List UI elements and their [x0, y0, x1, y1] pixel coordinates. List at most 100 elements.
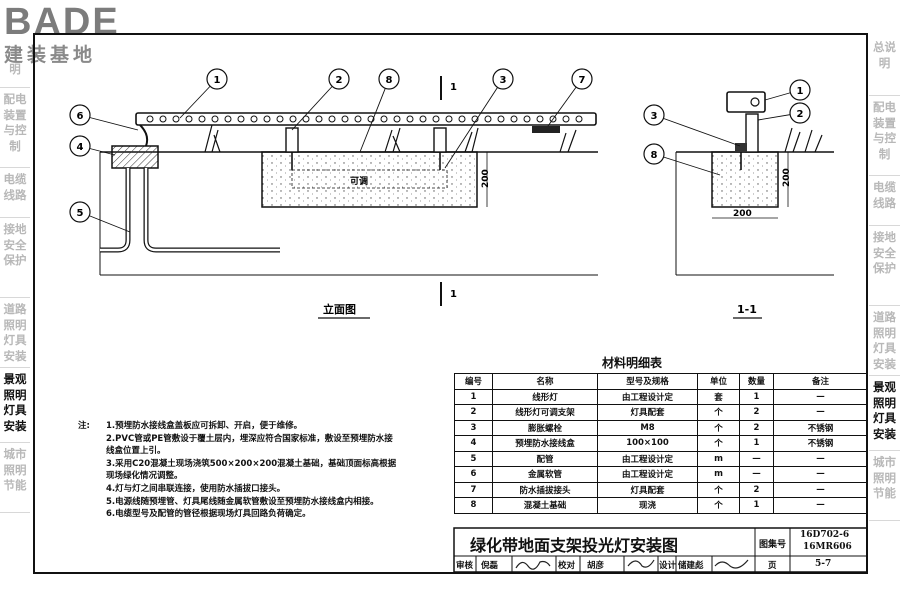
check-name: 胡彦: [587, 561, 605, 571]
callout-number: 7: [579, 75, 586, 86]
led-dot: [276, 115, 284, 123]
drawing-title: 绿化带地面支架投光灯安装图: [470, 536, 679, 555]
notes: 注: 1.预埋防水接线盒盖板应可拆卸、开启，便于维修。 2.PVC管或PE管敷设于…: [78, 420, 398, 521]
sidebar-item[interactable]: 总说明: [869, 36, 900, 96]
led-dot: [562, 115, 570, 123]
bracket-left: [285, 127, 299, 153]
table-header-cell: 数量: [739, 373, 774, 390]
table-cell: 2: [739, 404, 774, 421]
led-dot: [380, 115, 388, 123]
page-label: 页: [768, 561, 777, 571]
section-bracket: [745, 113, 759, 153]
check-label: 校对: [558, 561, 576, 571]
callout-circle: [69, 104, 91, 126]
metal-hose: [139, 124, 149, 147]
table-cell: —: [739, 466, 774, 483]
callout-number: 3: [500, 75, 507, 86]
table-cell: 由工程设计定: [597, 466, 698, 483]
table-cell: —: [773, 497, 868, 514]
sidebar-item[interactable]: 城市照明节能: [869, 451, 900, 521]
callout-circle: [643, 104, 665, 126]
table-cell: 灯具配套: [597, 481, 698, 498]
sidebar-item[interactable]: 道路照明灯具安装: [0, 298, 30, 368]
section-foundation: [711, 151, 779, 208]
sidebar-item[interactable]: 接地安全保护: [0, 218, 30, 298]
sidebar-item[interactable]: 景观照明灯具安装: [0, 368, 30, 443]
callout-leader: [291, 78, 340, 131]
callout-circle: [492, 68, 514, 90]
notes-label: 注:: [78, 421, 90, 431]
led-dot: [237, 115, 245, 123]
note-item: 1.预埋防水接线盒盖板应可拆卸、开启，便于维修。: [106, 421, 303, 431]
table-cell: 现浇: [597, 497, 698, 514]
table-cell: 1: [739, 497, 774, 514]
table-cell: —: [773, 404, 868, 421]
callout-leader: [653, 114, 741, 147]
logo-brand: BADE: [4, 1, 120, 43]
table-cell: 预埋防水接线盒: [492, 435, 598, 452]
section-lamp: [726, 91, 766, 113]
led-dot: [536, 115, 544, 123]
notes-items: 1.预埋防水接线盒盖板应可拆卸、开启，便于维修。 2.PVC管或PE管敷设于覆土层…: [106, 420, 398, 521]
table-cell: 8: [454, 497, 493, 514]
adjust-range: [291, 169, 448, 189]
callout-circle: [328, 68, 350, 90]
drawing-frame: [33, 33, 868, 574]
led-dot: [484, 115, 492, 123]
grass: [204, 124, 577, 153]
table-cell: 线形灯可调支架: [492, 404, 598, 421]
bade-logo: BADE 建装基地: [4, 2, 154, 67]
sidebar-item[interactable]: 城市照明节能: [0, 443, 30, 513]
led-dot: [159, 115, 167, 123]
callout-circle: [571, 68, 593, 90]
table-cell: —: [773, 466, 868, 483]
callout-number: 8: [651, 150, 658, 161]
sidebar-item[interactable]: 配电装置与控制: [869, 96, 900, 176]
led-dot: [250, 115, 258, 123]
review-name: 倪磊: [481, 561, 499, 571]
sidebar-item[interactable]: 道路照明灯具安装: [869, 306, 900, 376]
led-dot: [315, 115, 323, 123]
table-cell: —: [773, 450, 868, 467]
table-cell: 个: [697, 404, 740, 421]
sidebar-item[interactable]: 明: [0, 58, 30, 88]
table-cell: 个: [697, 497, 740, 514]
sidebar-item[interactable]: 电缆线路: [0, 168, 30, 218]
atlas-number-2: 16MR606: [803, 542, 852, 552]
junction-box: [111, 145, 159, 169]
table-cell: 由工程设计定: [597, 450, 698, 467]
sidebar-item[interactable]: 接地安全保护: [869, 226, 900, 306]
section-title: 1-1: [737, 303, 757, 316]
material-table-header: 编号名称型号及规格单位数量备注: [454, 373, 868, 390]
table-cell: 个: [697, 419, 740, 436]
page-number: 5-7: [815, 559, 832, 569]
table-cell: 1: [739, 435, 774, 452]
review-label: 审核: [456, 561, 474, 571]
table-cell: 1: [454, 388, 493, 405]
logo-subtitle: 建装基地: [4, 44, 97, 66]
sidebar-right: 总说明配电装置与控制电缆线路接地安全保护道路照明灯具安装景观照明灯具安装城市照明…: [869, 36, 900, 521]
led-dot: [458, 115, 466, 123]
table-cell: 不锈钢: [773, 435, 868, 452]
callout-number: 2: [797, 109, 804, 120]
callout-number: 3: [651, 111, 658, 122]
callout-circle: [643, 143, 665, 165]
concrete-foundation: [261, 151, 478, 208]
led-dot: [367, 115, 375, 123]
atlas-number-1: 16D702-6: [800, 530, 850, 540]
sidebar-item[interactable]: 电缆线路: [869, 176, 900, 226]
sidebar-item[interactable]: 配电装置与控制: [0, 88, 30, 168]
table-header-cell: 备注: [773, 373, 868, 390]
section-marker-bottom: 1: [450, 289, 457, 300]
sidebar-item[interactable]: 景观照明灯具安装: [869, 376, 900, 451]
table-cell: m: [697, 450, 740, 467]
note-item: 2.PVC管或PE管敷设于覆土层内，埋深应符合国家标准，敷设至预埋防水接线盒位置…: [106, 433, 393, 457]
section-dim-width: 200: [733, 209, 752, 219]
